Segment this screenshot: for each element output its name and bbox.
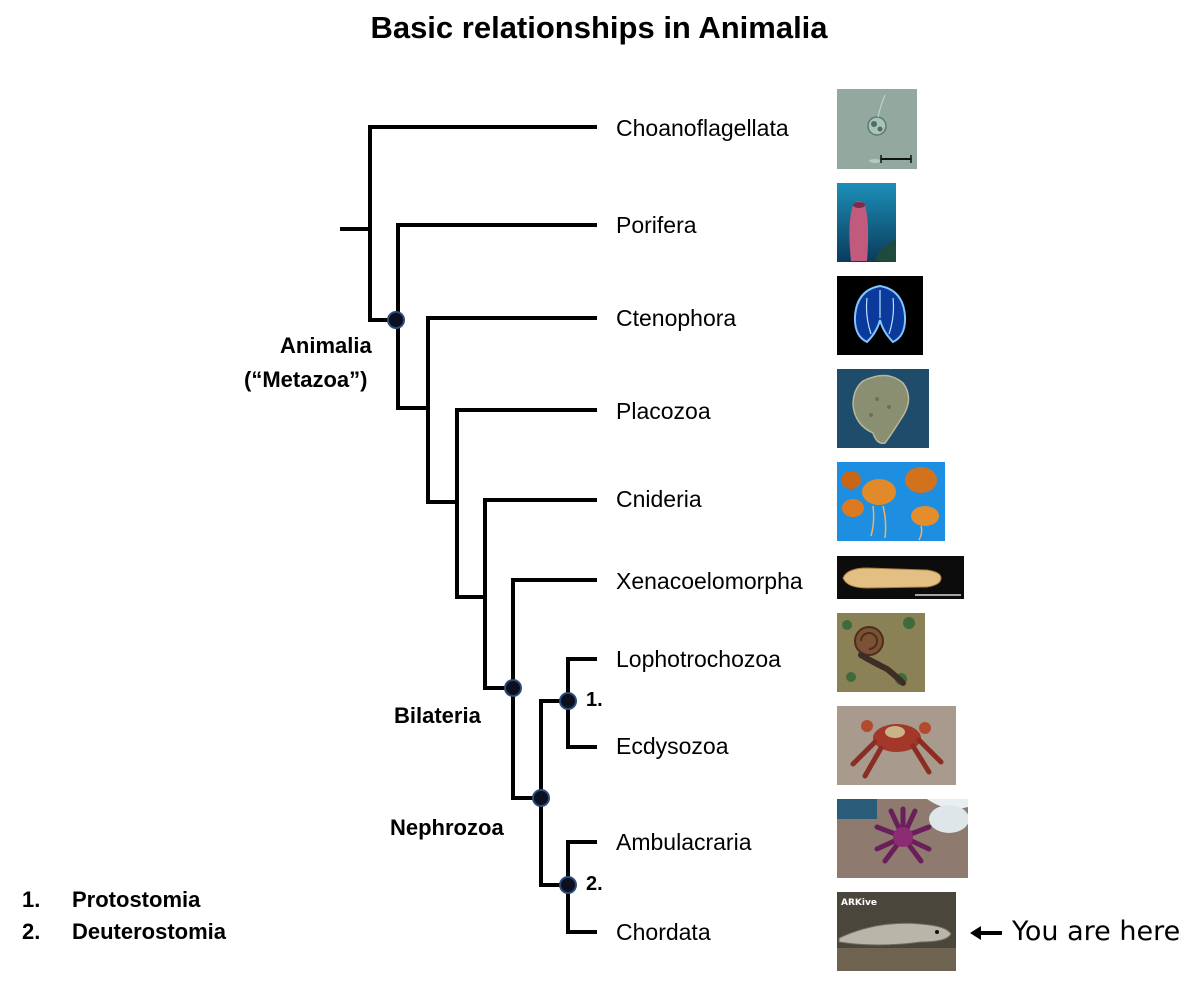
node-number-protostomia: 1. (586, 689, 603, 711)
comb-jelly-photo-icon (837, 276, 923, 355)
node-bilateria (504, 679, 522, 697)
you-are-here-annotation: You are here (970, 916, 1180, 947)
you-are-here-text: You are here (1012, 916, 1181, 947)
taxon-label: Chordata (616, 919, 711, 945)
flatworm-photo-icon (837, 556, 964, 599)
crab-photo-icon (837, 706, 956, 785)
jellyfish-photo-icon (837, 462, 945, 541)
node-label-animalia: Animalia (280, 333, 372, 358)
lamprey-photo-icon: ARKive (837, 892, 956, 971)
node-label-bilateria: Bilateria (394, 703, 481, 728)
figure-title: Basic relationships in Animalia (370, 10, 828, 45)
choanoflagellate-micrograph-icon (837, 89, 917, 169)
node-number-deuterostomia: 2. (586, 873, 603, 895)
snail-photo-icon (837, 613, 925, 692)
sponge-photo-icon (837, 183, 896, 262)
node-protostomia (559, 692, 577, 710)
node-label-nephrozoa: Nephrozoa (390, 815, 504, 840)
taxon-label: Ecdysozoa (616, 733, 729, 759)
node-animalia (387, 311, 405, 329)
legend-number: 2. (22, 919, 41, 944)
legend-item: 1. Protostomia (22, 887, 200, 913)
taxon-label: Placozoa (616, 398, 711, 424)
starfish-photo-icon (837, 799, 968, 878)
taxon-label: Lophotrochozoa (616, 646, 781, 672)
taxon-label: Choanoflagellata (616, 115, 789, 141)
placozoan-photo-icon (837, 369, 929, 448)
node-deuterostomia (559, 876, 577, 894)
taxon-label: Cnideria (616, 486, 702, 512)
node-label-metazoa: (“Metazoa”) (244, 367, 368, 392)
node-nephrozoa (532, 789, 550, 807)
legend-label: Protostomia (72, 887, 201, 912)
photo-watermark: ARKive (841, 898, 877, 908)
left-arrow-icon (970, 925, 1002, 940)
legend-number: 1. (22, 887, 41, 912)
taxon-label: Ctenophora (616, 305, 737, 331)
taxon-label: Xenacoelomorpha (616, 568, 803, 594)
legend-item: 2. Deuterostomia (22, 919, 226, 945)
legend-label: Deuterostomia (72, 919, 227, 944)
taxon-label: Porifera (616, 212, 697, 238)
taxon-label: Ambulacraria (616, 829, 752, 855)
